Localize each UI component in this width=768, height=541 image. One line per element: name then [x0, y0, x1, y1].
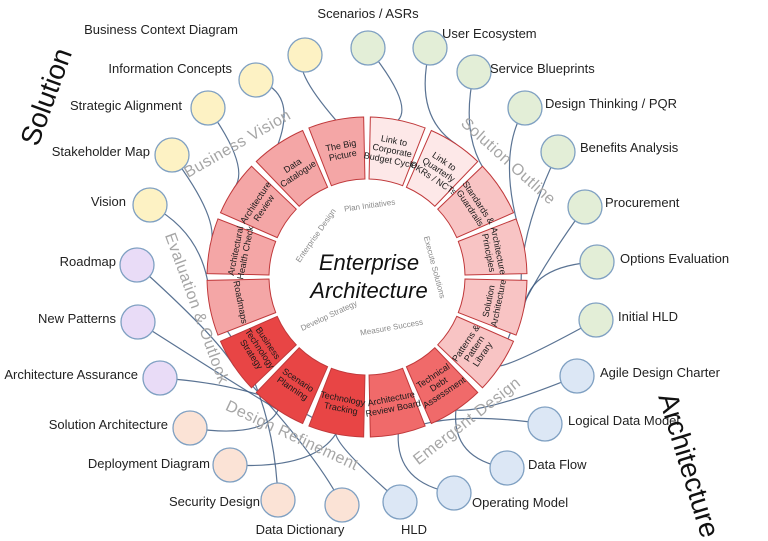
- inner-label-plan-initiatives: Plan Initiatives: [343, 197, 395, 213]
- node-label-scenarios-asrs: Scenarios / ASRs: [317, 6, 419, 21]
- segment-architecture-review: [219, 165, 297, 239]
- node-label-logical-data-model: Logical Data Model: [568, 413, 679, 428]
- node-label-service-blueprints: Service Blueprints: [490, 61, 595, 76]
- segment-standards-guardrails: [437, 165, 515, 239]
- node-label-deployment-diagram: Deployment Diagram: [88, 456, 210, 471]
- segment-technical-debt-assessment: [405, 347, 479, 425]
- node-circle-vision: [132, 187, 168, 223]
- segment-patterns-pattern-library: [437, 315, 515, 389]
- node-label-agile-design-charter: Agile Design Charter: [600, 365, 721, 380]
- node-circle-design-thinking-pqr: [507, 90, 543, 126]
- node-label-data-flow: Data Flow: [528, 457, 587, 472]
- segment-label-solution-architecture: SolutionArchitecture: [479, 277, 508, 328]
- node-circle-scenarios-asrs: [350, 30, 386, 66]
- node-label-data-dictionary: Data Dictionary: [256, 522, 345, 537]
- node-circle-data-dictionary: [324, 487, 360, 523]
- segment-link-to-quarterly-okrs-ncts: [405, 129, 479, 207]
- node-label-procurement: Procurement: [605, 195, 680, 210]
- node-circle-strategic-alignment: [190, 90, 226, 126]
- node-label-operating-model: Operating Model: [472, 495, 568, 510]
- node-label-initial-hld: Initial HLD: [618, 309, 678, 324]
- node-label-strategic-alignment: Strategic Alignment: [70, 98, 182, 113]
- corner-label-architecture: Architecture: [652, 389, 725, 541]
- node-label-user-ecosystem: User Ecosystem: [442, 26, 537, 41]
- segment-technology-tracking: [308, 367, 366, 438]
- node-label-roadmap: Roadmap: [60, 254, 116, 269]
- center-title-line2: Architecture: [308, 278, 427, 303]
- center-title-line1: Enterprise: [319, 250, 419, 275]
- segment-link-to-corporate-budget-cycle: [368, 116, 426, 187]
- node-label-vision: Vision: [91, 194, 126, 209]
- node-circle-operating-model: [436, 475, 472, 511]
- segment-solution-architecture: [457, 278, 528, 336]
- segment-architectural-health-check: [206, 218, 277, 276]
- node-circle-architecture-assurance: [142, 360, 178, 396]
- node-circle-procurement: [567, 189, 603, 225]
- node-circle-deployment-diagram: [212, 447, 248, 483]
- node-circle-stakeholder-map: [154, 137, 190, 173]
- node-circle-options-evaluation: [579, 244, 615, 280]
- outer-nodes: Business Context Diagram Scenarios / ASRs…: [4, 6, 729, 537]
- node-label-options-evaluation: Options Evaluation: [620, 251, 729, 266]
- node-circle-business-context-diagram: [287, 37, 323, 73]
- connector-initial-hld: [499, 319, 597, 367]
- node-circle-logical-data-model: [527, 406, 563, 442]
- node-label-information-concepts: Information Concepts: [108, 61, 232, 76]
- node-circle-agile-design-charter: [559, 358, 595, 394]
- node-circle-information-concepts: [238, 62, 274, 98]
- node-circle-new-patterns: [120, 304, 156, 340]
- segment-architecture-principles: [457, 218, 528, 276]
- corner-label-solution: Solution: [14, 44, 78, 150]
- inner-label-develop-strategy: Develop Strategy: [299, 299, 358, 333]
- segment-business-technology-strategy: [219, 315, 297, 389]
- segment-architecture-review-board: [368, 367, 426, 438]
- node-circle-data-flow: [489, 450, 525, 486]
- node-circle-solution-architecture: [172, 410, 208, 446]
- node-label-benefits-analysis: Benefits Analysis: [580, 140, 679, 155]
- node-circle-service-blueprints: [456, 54, 492, 90]
- node-label-hld: HLD: [401, 522, 427, 537]
- segment-scenario-planning: [255, 347, 329, 425]
- segment-the-big-picture: [308, 116, 366, 187]
- node-label-solution-architecture: Solution Architecture: [49, 417, 168, 432]
- inner-label-measure-success: Measure Success: [359, 318, 423, 338]
- node-label-business-context-diagram: Business Context Diagram: [84, 22, 238, 37]
- node-circle-user-ecosystem: [412, 30, 448, 66]
- node-label-stakeholder-map: Stakeholder Map: [52, 144, 150, 159]
- node-circle-security-design: [260, 482, 296, 518]
- node-label-design-thinking-pqr: Design Thinking / PQR: [545, 96, 677, 111]
- segment-data-catalogue: [255, 129, 329, 207]
- node-label-architecture-assurance: Architecture Assurance: [4, 367, 138, 382]
- segment-roadmaps: [206, 278, 277, 336]
- node-circle-initial-hld: [578, 302, 614, 338]
- node-circle-benefits-analysis: [540, 134, 576, 170]
- connector-agile-design-charter: [455, 375, 578, 411]
- node-circle-roadmap: [119, 247, 155, 283]
- node-circle-hld: [382, 484, 418, 520]
- node-label-security-design: Security Design: [169, 494, 260, 509]
- node-label-new-patterns: New Patterns: [38, 311, 117, 326]
